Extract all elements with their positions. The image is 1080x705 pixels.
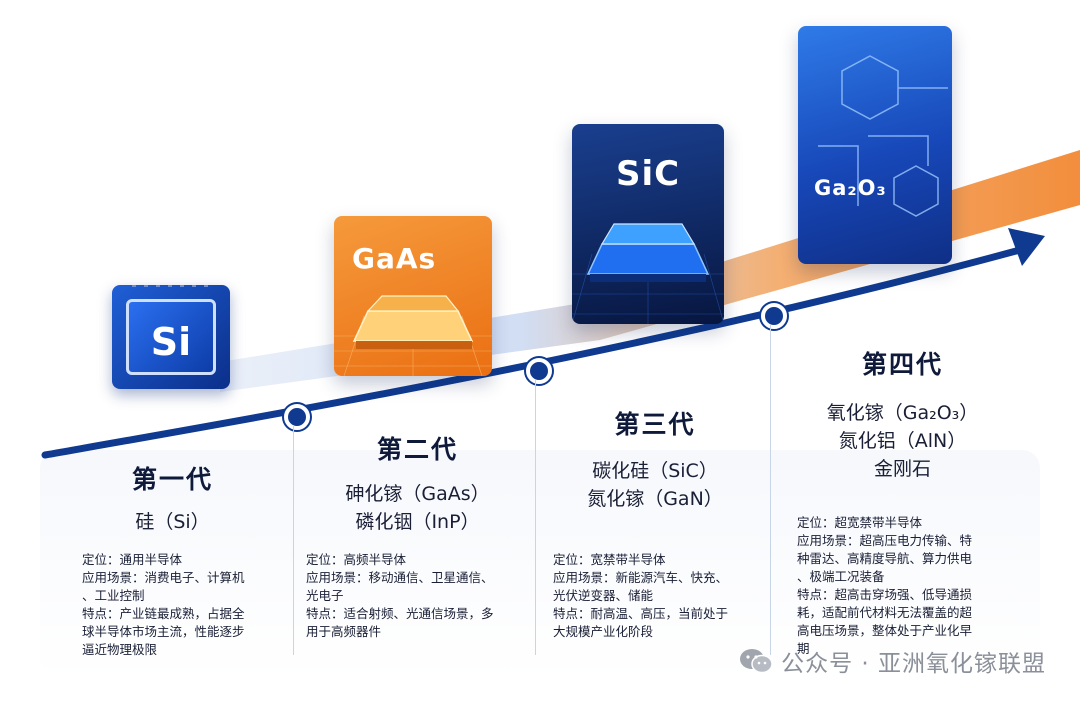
background-panel bbox=[40, 450, 1040, 680]
wechat-icon bbox=[740, 649, 773, 674]
gen2-title: 第二代 bbox=[376, 435, 458, 464]
gen2-desc-line: 特点：适合射频、光通信场景，多 bbox=[306, 606, 494, 621]
gen2-material: 磷化铟（InP） bbox=[355, 511, 480, 533]
watermark-text: 公众号 · 亚洲氧化镓联盟 bbox=[781, 651, 1046, 677]
gen1-material: 硅（Si） bbox=[135, 511, 210, 533]
si-chip-label: Si bbox=[150, 320, 192, 364]
gen1-desc-line: 特点：产业链最成熟，占据全 bbox=[82, 606, 245, 621]
gen3-title: 第三代 bbox=[614, 410, 696, 439]
gaas-card: GaAs bbox=[334, 216, 492, 376]
chip-pins-icon bbox=[132, 285, 208, 287]
gen4-desc: 定位：超宽禁带半导体 应用场景：超高压电力传输、特 种雷达、高精度导航、算力供电… bbox=[797, 514, 1022, 658]
sic-label: SiC bbox=[615, 154, 681, 194]
gen1-desc-line: 球半导体市场主流，性能逐步 bbox=[82, 624, 245, 639]
gen1-desc: 定位：通用半导体 应用场景：消费电子、计算机 、工业控制 特点：产业链最成熟，占… bbox=[82, 551, 282, 659]
gen4-desc-line: 高电压场景，整体处于产业化早 bbox=[797, 623, 973, 638]
divider-1 bbox=[293, 425, 294, 655]
gen1-column: 第一代 硅（Si） bbox=[60, 460, 285, 536]
gen2-material: 砷化镓（GaAs） bbox=[345, 483, 490, 505]
gen2-desc: 定位：高频半导体 应用场景：移动通信、卫星通信、 光电子 特点：适合射频、光通信… bbox=[306, 551, 531, 641]
gen4-desc-line: 应用场景：超高压电力传输、特 bbox=[797, 533, 973, 548]
gen2-desc-line: 光电子 bbox=[306, 588, 344, 603]
gaas-label: GaAs bbox=[352, 242, 437, 275]
gen4-desc-line: 耗，适配前代材料无法覆盖的超 bbox=[797, 605, 973, 620]
gen3-material: 氮化镓（GaN） bbox=[587, 488, 723, 510]
gaas-chip-icon bbox=[334, 295, 492, 376]
gen1-desc-line: 应用场景：消费电子、计算机 bbox=[82, 570, 245, 585]
gen1-desc-line: 、工业控制 bbox=[82, 588, 145, 603]
gen2-desc-line: 用于高频器件 bbox=[306, 624, 382, 639]
gen4-material: 氮化铝（AlN） bbox=[838, 430, 967, 452]
gen2-desc-line: 应用场景：移动通信、卫星通信、 bbox=[306, 570, 494, 585]
ga2o3-label: Ga₂O₃ bbox=[814, 176, 887, 200]
gen1-desc-line: 定位：通用半导体 bbox=[82, 552, 183, 567]
gen3-desc-line: 大规模产业化阶段 bbox=[553, 624, 654, 639]
gen4-desc-line: 期 bbox=[797, 641, 810, 656]
ga2o3-card: Ga₂O₃ bbox=[798, 26, 952, 264]
gen4-desc-line: 种雷达、高精度导航、算力供电 bbox=[797, 551, 973, 566]
gen3-desc-line: 应用场景：新能源汽车、快充、 bbox=[553, 570, 729, 585]
gen4-desc-line: 定位：超宽禁带半导体 bbox=[797, 515, 923, 530]
gen1-desc-line: 逼近物理极限 bbox=[82, 642, 158, 657]
gen4-title: 第四代 bbox=[861, 350, 943, 379]
gen3-column: 第三代 碳化硅（SiC） 氮化镓（GaN） bbox=[545, 405, 765, 513]
gen1-title: 第一代 bbox=[131, 465, 213, 494]
si-chip-card: Si bbox=[112, 285, 230, 389]
gen4-desc-line: 特点：超高击穿场强、低导通损 bbox=[797, 587, 973, 602]
gen4-desc-line: 、极端工况装备 bbox=[797, 569, 885, 584]
gen3-node bbox=[526, 358, 552, 384]
gen2-node bbox=[284, 404, 310, 430]
gen3-desc-line: 特点：耐高温、高压，当前处于 bbox=[553, 606, 729, 621]
divider-3 bbox=[770, 325, 771, 655]
gen3-desc: 定位：宽禁带半导体 应用场景：新能源汽车、快充、 光伏逆变器、储能 特点：耐高温… bbox=[553, 551, 768, 641]
sic-card: SiC bbox=[572, 124, 724, 324]
gen3-desc-line: 光伏逆变器、储能 bbox=[553, 588, 654, 603]
gen3-desc-line: 定位：宽禁带半导体 bbox=[553, 552, 666, 567]
arrow-head bbox=[1008, 228, 1045, 266]
sic-chip-icon bbox=[572, 223, 724, 324]
watermark: 公众号 · 亚洲氧化镓联盟 bbox=[739, 644, 1046, 678]
ga2o3-hex-icon bbox=[818, 55, 948, 217]
gen4-node bbox=[761, 303, 787, 329]
gen2-desc-line: 定位：高频半导体 bbox=[306, 552, 407, 567]
gen4-material: 金刚石 bbox=[873, 458, 931, 480]
gen4-material: 氧化镓（Ga₂O₃） bbox=[826, 402, 979, 424]
gen3-material: 碳化硅（SiC） bbox=[592, 460, 718, 482]
gen4-column: 第四代 氧化镓（Ga₂O₃） 氮化铝（AlN） 金刚石 bbox=[790, 345, 1015, 483]
gen2-column: 第二代 砷化镓（GaAs） 磷化铟（InP） bbox=[305, 430, 530, 536]
divider-2 bbox=[535, 380, 536, 655]
